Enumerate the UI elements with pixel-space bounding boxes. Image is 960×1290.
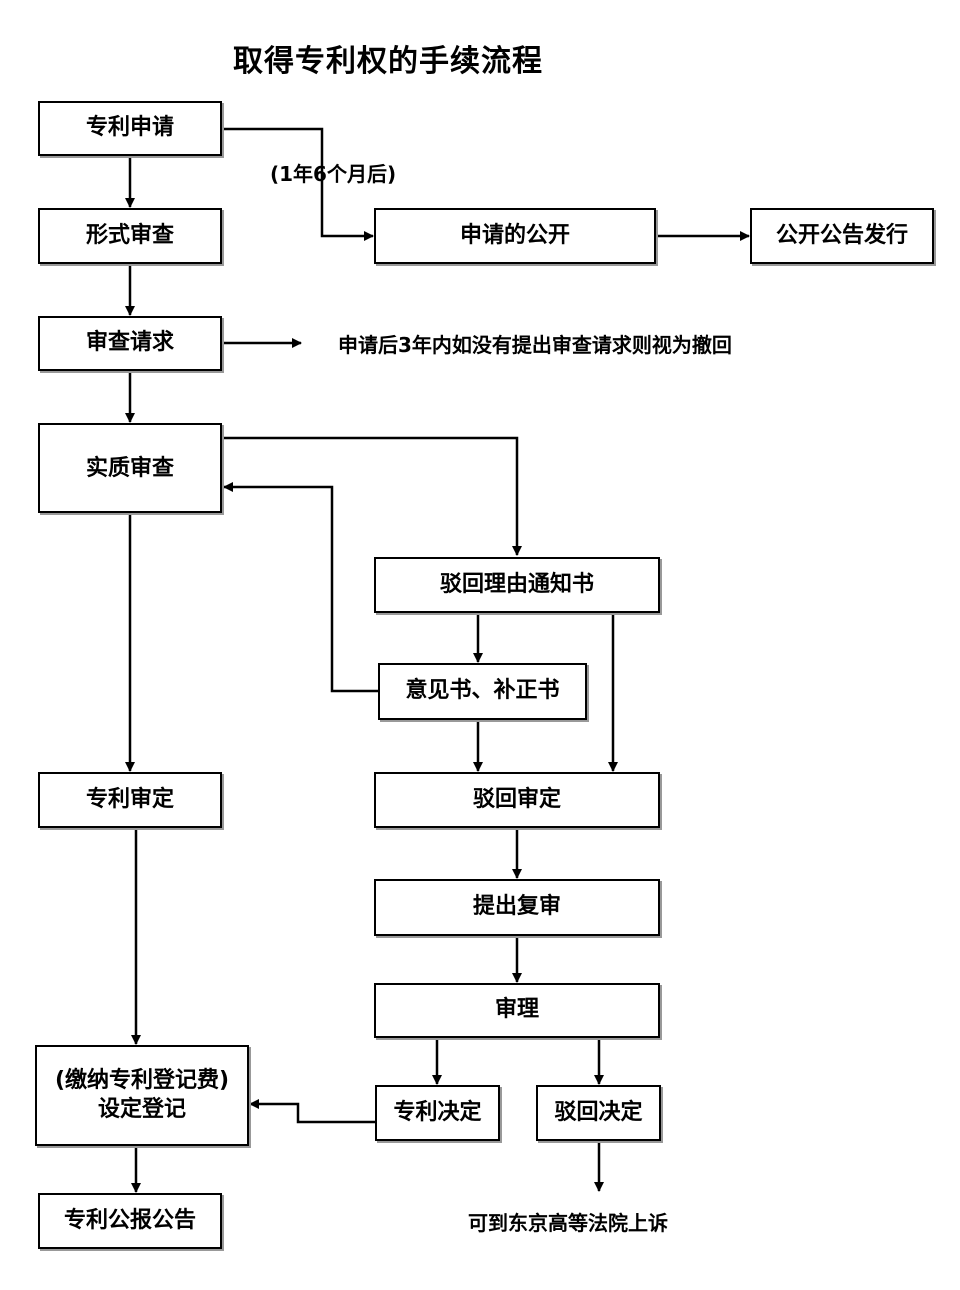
page-title: 取得专利权的手续流程: [233, 44, 543, 79]
node-exam-request: 审查请求: [38, 316, 222, 371]
node-publication: 申请的公开: [374, 208, 656, 264]
node-substantive-exam: 实质审查: [38, 423, 222, 513]
node-opinion-amendment: 意见书、补正书: [378, 663, 587, 720]
arrow-patent-decision-to-registration: [249, 1099, 375, 1124]
node-rejection-notice: 驳回理由通知书: [374, 557, 660, 613]
arrow-substantive-to-rejection-notice: [222, 436, 522, 556]
node-application: 专利申请: [38, 101, 222, 156]
note-publication-delay: (1年6个月后): [270, 162, 397, 186]
node-formal-exam: 形式审查: [38, 208, 222, 264]
node-registration: (缴纳专利登记费) 设定登记: [35, 1045, 249, 1146]
node-hearing: 审理: [374, 983, 660, 1038]
arrow-application-to-publication: [222, 127, 374, 241]
node-patent-decision: 专利决定: [375, 1085, 500, 1141]
node-patent-gazette: 专利公报公告: [38, 1193, 222, 1249]
note-withdrawal-rule: 申请后3年内如没有提出审查请求则视为撤回: [338, 333, 732, 357]
registration-label: 设定登记: [97, 1096, 186, 1122]
node-rejection-final: 驳回决定: [536, 1085, 661, 1141]
node-patent-grant-decision: 专利审定: [38, 772, 222, 828]
note-appeal: 可到东京高等法院上诉: [468, 1211, 668, 1235]
node-rejection-decision: 驳回审定: [374, 772, 660, 828]
node-bulletin-issue: 公开公告发行: [750, 208, 934, 264]
registration-fee-label: (缴纳专利登记费): [54, 1067, 230, 1093]
node-request-review: 提出复审: [374, 879, 660, 936]
arrow-opinion-to-substantive: [223, 482, 378, 693]
